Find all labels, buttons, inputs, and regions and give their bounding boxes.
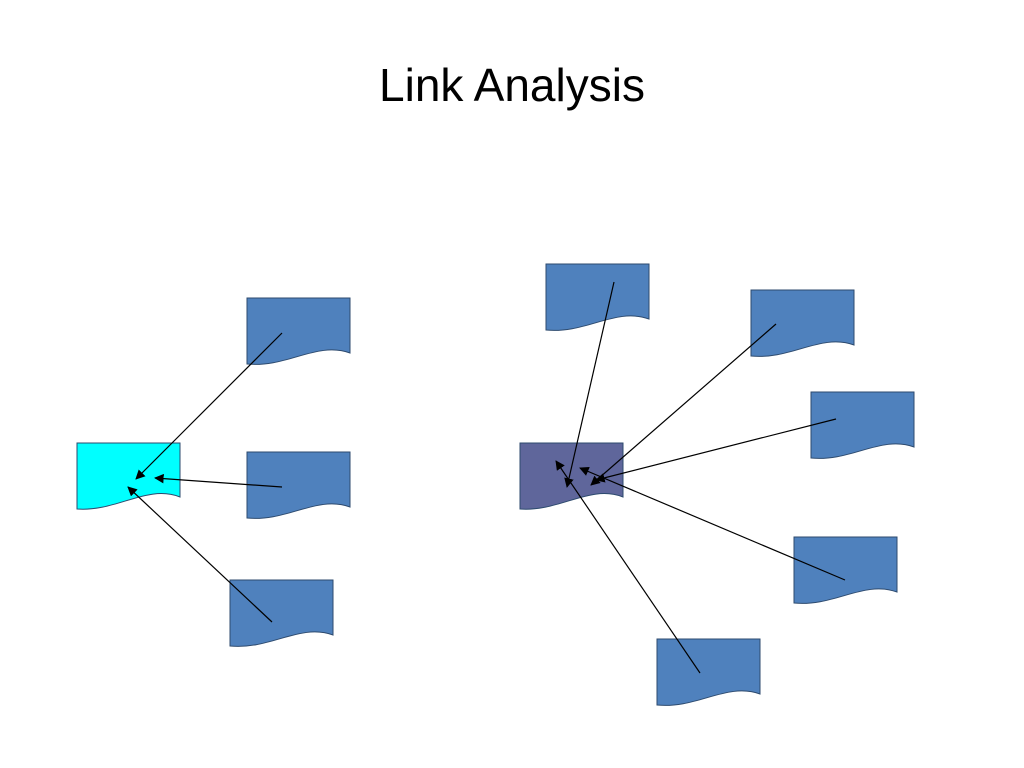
right-arrow-upper-right bbox=[590, 323, 777, 486]
slide-title: Link Analysis bbox=[379, 59, 645, 111]
right-source-top-document bbox=[545, 263, 650, 331]
right-source-bottom-document bbox=[656, 638, 761, 706]
left-target-document bbox=[76, 442, 181, 510]
left-arrow-middle bbox=[154, 473, 283, 488]
left-source-top-document bbox=[246, 297, 351, 365]
right-target-document bbox=[519, 442, 624, 510]
left-source-middle-document bbox=[246, 451, 351, 519]
left-cluster bbox=[76, 297, 351, 647]
right-source-upper-right-document bbox=[750, 289, 855, 357]
right-arrow-lower-right bbox=[579, 466, 846, 581]
left-arrow-top bbox=[135, 332, 283, 480]
right-source-lower-right-document bbox=[793, 536, 898, 604]
right-arrow-right bbox=[595, 418, 837, 483]
right-arrow-top bbox=[564, 281, 615, 488]
right-cluster bbox=[519, 263, 915, 706]
right-source-right-document bbox=[810, 391, 915, 459]
right-arrow-bottom bbox=[555, 460, 701, 674]
left-source-bottom-document bbox=[229, 579, 334, 647]
left-arrow-bottom bbox=[127, 486, 273, 623]
